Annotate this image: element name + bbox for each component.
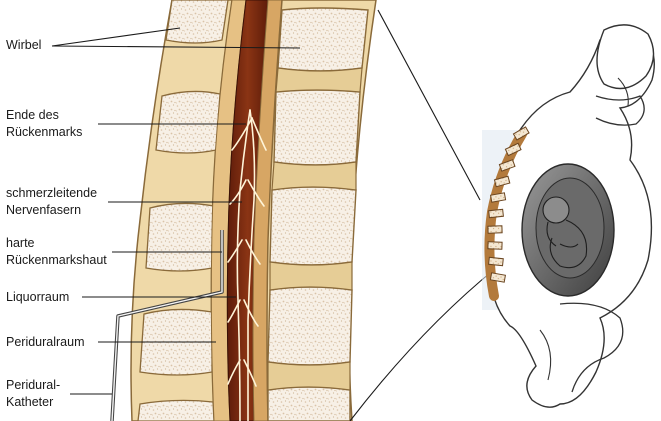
- label-ende-des-text: Ende des: [6, 107, 82, 124]
- label-katheter-text: Katheter: [6, 394, 60, 411]
- label-ende-des-rueckenmarks: Ende des Rückenmarks: [6, 107, 82, 141]
- label-wirbel-text: Wirbel: [6, 37, 41, 54]
- spine-column: [112, 0, 376, 421]
- label-peridural-katheter: Peridural- Katheter: [6, 377, 60, 411]
- label-liquorraum-text: Liquorraum: [6, 289, 69, 306]
- label-liquorraum: Liquorraum: [6, 289, 69, 306]
- label-wirbel: Wirbel: [6, 37, 41, 54]
- label-nervenfasern-text: Nervenfasern: [6, 202, 97, 219]
- label-harte-rueckenmarkshaut: harte Rückenmarkshaut: [6, 235, 107, 269]
- label-harte-text: harte: [6, 235, 107, 252]
- label-schmerzleitende-nervenfasern: schmerzleitende Nervenfasern: [6, 185, 97, 219]
- amniotic-sac: [536, 178, 604, 278]
- label-peridural-text: Peridural-: [6, 377, 60, 394]
- label-periduralraum: Periduralraum: [6, 334, 85, 351]
- patient-figure: [482, 25, 654, 407]
- zoom-connector: [350, 10, 496, 421]
- label-rueckenmarkshaut-text: Rückenmarkshaut: [6, 252, 107, 269]
- label-periduralraum-text: Periduralraum: [6, 334, 85, 351]
- label-schmerzleitende-text: schmerzleitende: [6, 185, 97, 202]
- label-rueckenmarks-text: Rückenmarks: [6, 124, 82, 141]
